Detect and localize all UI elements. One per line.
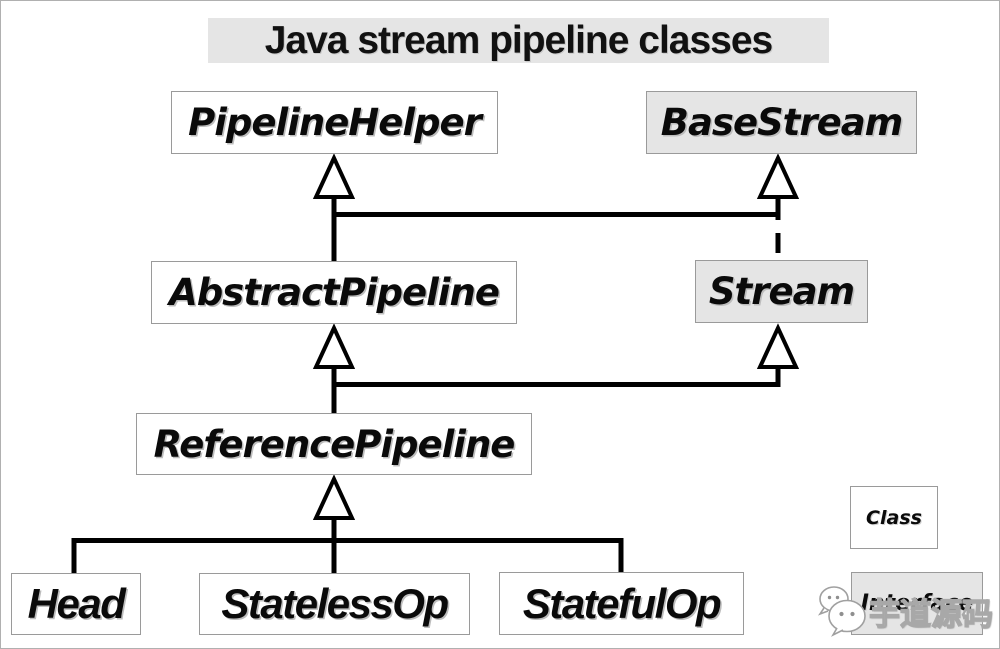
interface-node-label: BaseStream (660, 101, 903, 144)
class-node-head: Head (11, 573, 141, 635)
inheritance-arrowhead-basestream (756, 153, 800, 199)
class-node-pipelinehelper: PipelineHelper (171, 91, 498, 154)
class-node-abstractpipeline: AbstractPipeline (151, 261, 517, 324)
interface-node-stream: Stream (695, 260, 868, 323)
class-node-label: Head (27, 580, 126, 627)
class-node-label: ReferencePipeline (153, 422, 516, 466)
legend-class-box: Class (850, 486, 938, 549)
inheritance-arrowhead-stream (756, 323, 800, 369)
class-node-label: PipelineHelper (188, 101, 482, 144)
legend-interface-box: Interface (851, 572, 983, 635)
inheritance-arrowhead-abstractpipeline (312, 323, 356, 369)
interface-node-basestream: BaseStream (646, 91, 917, 154)
diagram-title: Java stream pipeline classes (208, 18, 829, 63)
class-node-referencepipeline: ReferencePipeline (136, 413, 532, 475)
class-node-label: StatelessOp (221, 580, 449, 627)
inheritance-arrowhead-pipelinehelper (312, 153, 356, 199)
legend-interface-label: Interface (860, 591, 974, 616)
interface-node-label: Stream (708, 270, 855, 313)
inheritance-arrowhead-referencepipeline (312, 474, 356, 520)
class-node-statefulop: StatefulOp (499, 572, 744, 635)
legend-class-label: Class (866, 506, 922, 529)
class-node-label: StatefulOp (522, 579, 722, 627)
class-node-statelessop: StatelessOp (199, 573, 470, 635)
class-node-label: AbstractPipeline (169, 271, 500, 314)
